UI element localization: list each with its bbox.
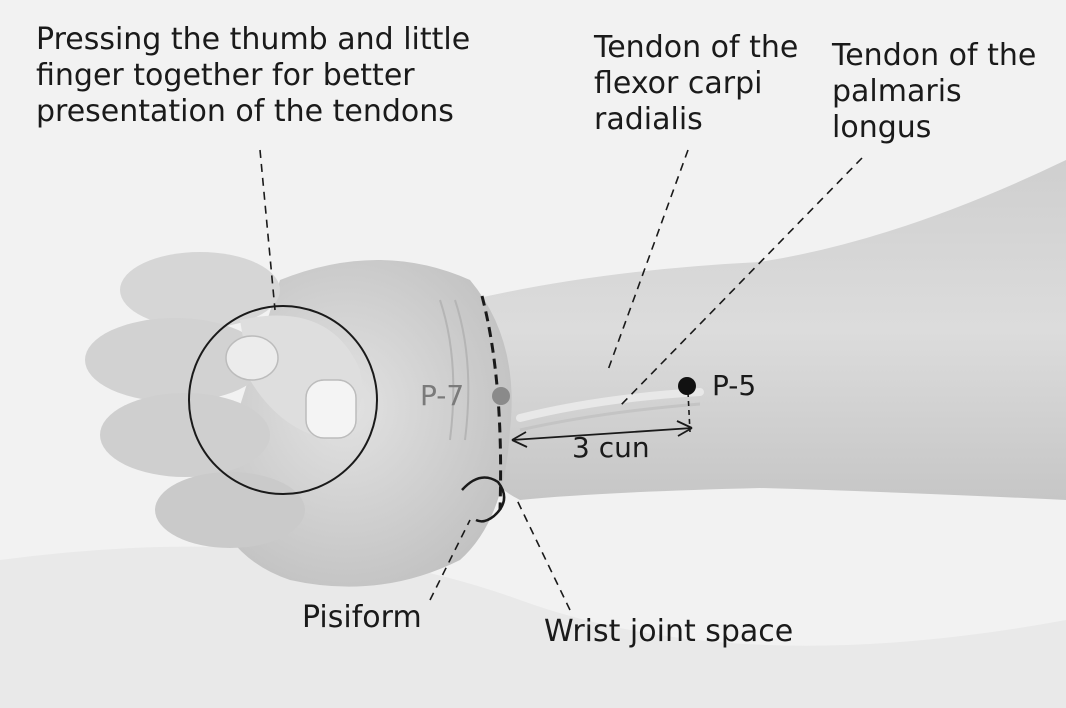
p5-drop-line xyxy=(687,391,691,433)
p5-point xyxy=(678,377,696,395)
cun-arrow-head-right xyxy=(676,420,693,437)
label-p7: P-7 xyxy=(420,379,465,412)
tendon-ridge xyxy=(516,388,704,422)
pressing-circle xyxy=(188,305,378,495)
leader-pisiform xyxy=(429,519,471,601)
label-pressing-line-3: presentation of the tendons xyxy=(36,94,454,129)
finger xyxy=(155,472,305,548)
label-flexor-carpi-radialis: Tendon of the flexor carpi radialis xyxy=(594,30,798,138)
tendon-shadow xyxy=(519,402,701,432)
finger xyxy=(120,252,280,328)
label-palmaris-longus: Tendon of the palmaris longus xyxy=(832,38,1036,146)
label-fcr-line-2: flexor carpi xyxy=(594,66,763,101)
cloth-shade xyxy=(0,546,1066,708)
forearm xyxy=(470,160,1066,500)
label-pressing: Pressing the thumb and little finger tog… xyxy=(36,22,470,130)
thumb-nail xyxy=(225,335,279,381)
leader-wrist xyxy=(515,497,571,611)
label-pressing-line-2: finger together for better xyxy=(36,58,415,93)
label-pressing-line-1: Pressing the thumb and little xyxy=(36,22,471,57)
cun-arrow xyxy=(511,427,693,441)
cun-arrow-head-left xyxy=(511,431,528,448)
label-pisiform: Pisiform xyxy=(302,600,422,635)
label-pl-line-2: palmaris xyxy=(832,74,962,109)
label-wrist-joint-space: Wrist joint space xyxy=(544,614,794,649)
finger xyxy=(85,318,265,402)
label-pl-line-3: longus xyxy=(832,110,932,145)
leader-fcr xyxy=(607,149,689,371)
pisiform-marker xyxy=(461,476,506,523)
finger xyxy=(100,393,270,477)
little-finger-nail xyxy=(305,379,357,439)
label-fcr-line-3: radialis xyxy=(594,102,703,137)
leader-pl xyxy=(619,157,863,407)
label-fcr-line-1: Tendon of the xyxy=(594,30,799,65)
wrist-crease xyxy=(454,299,470,441)
label-pl-line-1: Tendon of the xyxy=(832,38,1037,73)
label-p5: P-5 xyxy=(712,369,757,402)
wrist-crease xyxy=(439,299,455,441)
p7-point xyxy=(492,387,510,405)
label-3-cun: 3 cun xyxy=(572,431,650,464)
leader-pressing xyxy=(259,149,276,311)
